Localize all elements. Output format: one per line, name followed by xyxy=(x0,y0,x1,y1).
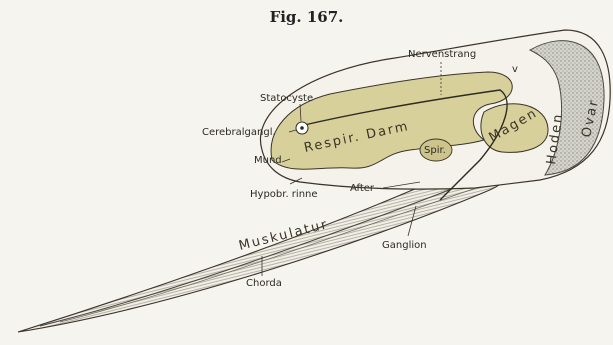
label-nervenstrang: Nervenstrang xyxy=(408,49,476,60)
label-mund: Mund xyxy=(254,155,282,166)
label-statocyste: Statocyste xyxy=(260,93,313,104)
label-hypobranchialrinne: Hypobr. rinne xyxy=(250,189,318,200)
label-chorda: Chorda xyxy=(246,278,282,289)
label-cerebralganglion: Cerebralgangl. xyxy=(202,127,276,138)
label-after: After xyxy=(350,183,375,194)
vorne-marker: v xyxy=(512,64,518,75)
label-spiral: Spir. xyxy=(424,145,446,156)
label-ganglion: Ganglion xyxy=(382,240,427,251)
